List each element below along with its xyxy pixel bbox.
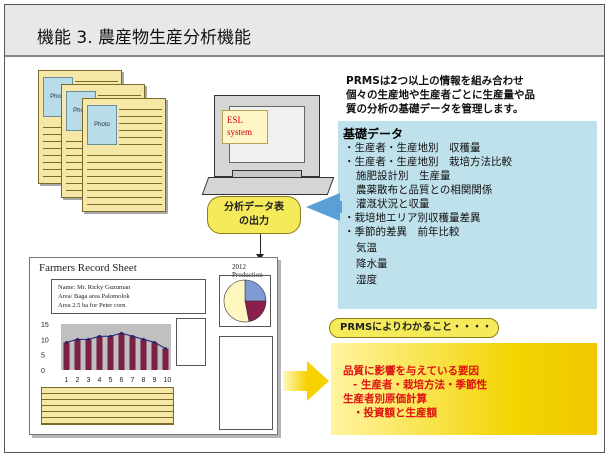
x-tick-label: 7 <box>131 377 135 384</box>
chart-bar <box>63 342 70 370</box>
farmer-area: Area/ Baga area Palomolok <box>58 293 130 300</box>
chart-point <box>164 347 167 350</box>
esl-label-line2: system <box>227 127 253 137</box>
desc-line-2: 個々の生産地や生産者ごとに生産量や品 <box>346 89 535 101</box>
basic-data-item: ・季節的差異 前年比較 <box>344 226 460 238</box>
farmer-info-box: Name: Mr. Ricky Guzuman Area/ Baga area … <box>51 279 206 314</box>
x-tick-label: 9 <box>153 377 157 384</box>
pie-slice <box>244 279 267 302</box>
chart-bar <box>140 339 147 370</box>
chart-point <box>87 337 90 341</box>
chart-bar <box>129 336 136 370</box>
pie-chart <box>223 279 267 323</box>
result-line: ・投資額と生産額 <box>353 407 437 419</box>
photo-placeholder: Photo <box>87 105 117 145</box>
y-tick-label: 5 <box>41 353 45 360</box>
sheet-title: Farmers Record Sheet <box>39 262 137 274</box>
blank-box <box>176 318 206 366</box>
output-label-line2: の出力 <box>239 216 269 227</box>
basic-data-item: 灌漑状況と収量 <box>356 198 430 210</box>
basic-data-item: 施肥設計別 生産量 <box>356 170 451 182</box>
chart-point <box>98 334 101 338</box>
basic-data-item: 降水量 <box>356 258 388 270</box>
chart-point <box>65 341 68 344</box>
production-table <box>41 387 174 425</box>
chart-bar <box>151 342 158 370</box>
esl-system-label: ESL system <box>222 110 268 144</box>
chart-point <box>76 337 79 341</box>
output-label-line1: 分析データ表 <box>224 202 284 213</box>
x-tick-label: 4 <box>98 377 102 384</box>
result-panel: 品質に影響を与えている要因 - 生産者・栽培方法・季節性 生産者別原価計算 ・投… <box>331 343 597 435</box>
basic-data-item: ・生産者・生産地別 収穫量 <box>344 142 481 154</box>
result-line: - 生産者・栽培方法・季節性 <box>353 379 488 391</box>
x-tick-label: 5 <box>109 377 113 384</box>
chart-bar <box>85 339 92 370</box>
title-bar: 機能 3. 農産物生産分析機能 <box>5 5 604 57</box>
desc-line-3: 質の分析の基礎データを管理します。 <box>346 103 524 115</box>
basic-data-panel: 基礎データ ・生産者・生産地別 収穫量 ・生産者・生産地別 栽培方法比較 施肥設… <box>338 121 597 309</box>
y-tick-label: 0 <box>41 368 45 375</box>
esl-label-line1: ESL <box>227 115 244 125</box>
result-line: 生産者別原価計算 <box>343 393 427 405</box>
chart-point <box>109 334 112 338</box>
chart-point <box>153 341 156 344</box>
output-arrow-icon <box>306 193 340 221</box>
chart-bar <box>74 339 81 370</box>
y-tick-label: 15 <box>41 322 49 329</box>
farmers-record-sheet: Farmers Record Sheet 2012 Production Nam… <box>29 257 278 435</box>
result-tag: PRMSによりわかること・・・・ <box>329 318 499 338</box>
y-tick-label: 10 <box>41 337 49 344</box>
basic-data-heading: 基礎データ <box>343 127 404 141</box>
chart-bar <box>96 336 103 370</box>
x-tick-label: 10 <box>164 377 172 384</box>
x-tick-label: 3 <box>87 377 91 384</box>
connector-line <box>260 234 261 256</box>
basic-data-item: 農薬散布と品質との相関関係 <box>356 184 493 196</box>
x-tick-label: 6 <box>120 377 124 384</box>
chart-point <box>120 331 123 335</box>
result-arrow-icon <box>307 361 329 401</box>
chart-point <box>131 334 134 338</box>
chart-bar <box>162 348 169 370</box>
chart-line <box>66 332 166 349</box>
farmer-size: Area 2.5 ha for Peter corn <box>58 302 126 309</box>
basic-data-item: 気温 <box>356 242 377 254</box>
blank-box <box>219 336 273 430</box>
slide-title: 機能 3. 農産物生産分析機能 <box>37 28 252 48</box>
x-tick-label: 1 <box>65 377 69 384</box>
form-grid <box>87 149 162 207</box>
basic-data-item: 湿度 <box>356 274 377 286</box>
slide-frame <box>4 4 605 453</box>
basic-data-item: ・栽培地エリア別収穫量差異 <box>344 212 481 224</box>
x-tick-label: 8 <box>142 377 146 384</box>
farm-form-3: Photo <box>82 98 166 212</box>
output-label: 分析データ表 の出力 <box>207 196 301 234</box>
basic-data-item: ・生産者・生産地別 栽培方法比較 <box>344 156 512 168</box>
farmer-name: Name: Mr. Ricky Guzuman <box>58 284 131 291</box>
prms-description: PRMSは2つ以上の情報を組み合わせ 個々の生産地や生産者ごとに生産量や品 質の… <box>346 74 596 116</box>
chart-bar <box>118 333 125 370</box>
pie-chart-box <box>219 275 271 327</box>
desc-line-1: PRMSは2つ以上の情報を組み合わせ <box>346 75 524 87</box>
chart-bar <box>107 336 114 370</box>
result-line: 品質に影響を与えている要因 <box>343 365 479 377</box>
x-tick-label: 2 <box>76 377 80 384</box>
result-arrow-body <box>283 371 307 391</box>
chart-point <box>142 337 145 341</box>
pie-slice <box>223 279 250 323</box>
